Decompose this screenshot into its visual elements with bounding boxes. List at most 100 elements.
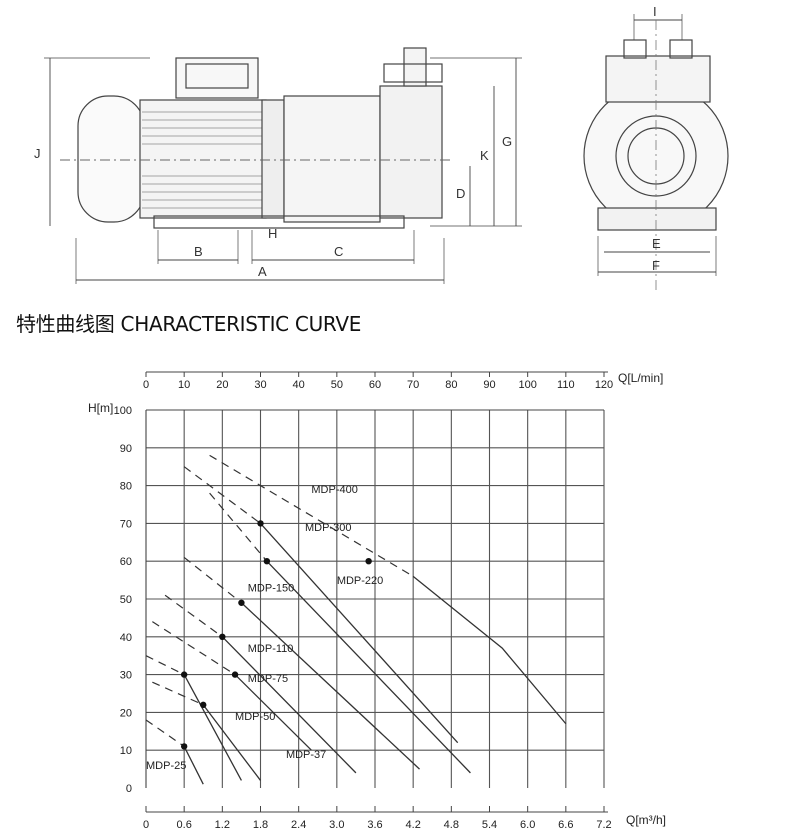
chart-series: MDP-400MDP-300MDP-220MDP-150MDP-110MDP-7… <box>145 454 567 785</box>
series-mdp-110-label: MDP-110 <box>248 643 294 655</box>
outlet-nozzle <box>403 47 427 87</box>
y-tick-label: 0 <box>126 783 132 795</box>
motor-fins <box>142 111 264 209</box>
top-axis-tick-label: 30 <box>254 379 266 391</box>
x-tick-label: 0 <box>143 819 149 831</box>
series-mdp-37-label: MDP-37 <box>286 749 326 761</box>
series-mdp-400-label: MDP-400 <box>311 484 357 496</box>
y-tick-label: 20 <box>120 707 132 719</box>
x-tick-label: 4.8 <box>444 819 459 831</box>
y-tick-label: 70 <box>120 518 132 530</box>
x-tick-label: 1.8 <box>253 819 268 831</box>
x-tick-label: 2.4 <box>291 819 306 831</box>
y-tick-label: 30 <box>120 670 132 682</box>
series-mdp-150-dashed <box>183 556 242 604</box>
y-tick-label: 10 <box>120 745 132 757</box>
y-axis-label: H[m] <box>88 401 113 415</box>
y-tick-label: 80 <box>120 481 132 493</box>
series-mdp-300-label: MDP-300 <box>305 522 351 534</box>
series-mdp-50-line <box>183 674 242 781</box>
top-axis-tick-label: 80 <box>445 379 457 391</box>
chart-axes: 0 0.6 1.2 1.8 2.4 3.0 3.6 4.2 4.8 5.4 6.0 6.6 7.2 0 10… <box>114 371 613 831</box>
x-tick-label: 6.6 <box>558 819 573 831</box>
top-axis-tick-label: 50 <box>331 379 343 391</box>
series-mdp-75-line <box>234 674 312 751</box>
x-axis-label: Q[m³/h] <box>626 813 666 827</box>
x-tick-label: 0.6 <box>177 819 192 831</box>
y-tick-label: 60 <box>120 556 132 568</box>
characteristic-curve-chart: 0 0.6 1.2 1.8 2.4 3.0 3.6 4.2 4.8 5.4 6.0 6.6 7.2 0 10… <box>88 371 666 831</box>
series-mdp-110-line <box>221 636 357 774</box>
series-mdp-220-label: MDP-220 <box>337 575 383 587</box>
dim-label-c: C <box>334 244 343 259</box>
top-axis-tick-label: 70 <box>407 379 419 391</box>
series-mdp-75-label: MDP-75 <box>248 673 288 685</box>
series-mdp-25-label: MDP-25 <box>146 760 186 772</box>
section-title: 特性曲线图 CHARACTERISTIC CURVE <box>16 312 362 336</box>
series-mdp-150-label: MDP-150 <box>248 582 294 594</box>
dim-label-f: F <box>652 258 660 273</box>
series-mdp-37-point <box>200 701 207 709</box>
series-mdp-400-dashed <box>209 454 414 577</box>
series-mdp-150-point <box>238 599 245 606</box>
front-base <box>597 207 717 231</box>
series-mdp-75-dashed <box>152 621 236 676</box>
series-mdp-25-point <box>180 743 188 750</box>
series-mdp-110-point <box>219 633 226 640</box>
x-tick-label: 1.2 <box>215 819 230 831</box>
dim-label-g: G <box>502 134 512 149</box>
dim-label-e: E <box>652 236 661 251</box>
series-mdp-25-line <box>183 746 204 785</box>
x-tick-label: 6.0 <box>520 819 535 831</box>
motor-flange <box>261 99 285 219</box>
series-mdp-37-dashed <box>152 681 204 706</box>
dim-label-a: A <box>258 264 267 279</box>
x-tick-label: 3.0 <box>329 819 344 831</box>
series-mdp-50-label: MDP-50 <box>235 711 275 723</box>
y-tick-label: 100 <box>114 405 132 417</box>
y-tick-label: 90 <box>120 443 132 455</box>
top-axis-tick-label: 90 <box>483 379 495 391</box>
pump-dimension-drawing: J B C A H D K G I E F <box>34 4 729 290</box>
series-mdp-220-dashed <box>209 492 268 562</box>
x-tick-label: 5.4 <box>482 819 497 831</box>
series-mdp-25-dashed <box>145 719 185 747</box>
dim-label-d: D <box>456 186 465 201</box>
top-axis-tick-label: 100 <box>518 379 536 391</box>
series-mdp-50-point <box>180 671 188 678</box>
series-mdp-37-line <box>202 704 262 781</box>
top-axis-tick-label: 0 <box>143 379 149 391</box>
top-axis-tick-label: 10 <box>178 379 190 391</box>
top-axis-tick-label: 40 <box>293 379 305 391</box>
x-tick-label: 3.6 <box>367 819 382 831</box>
top-axis-tick-label: 120 <box>595 379 613 391</box>
top-axis-tick-label: 20 <box>216 379 228 391</box>
pump-coupling <box>283 95 381 223</box>
foot-base <box>153 215 405 229</box>
y-tick-label: 40 <box>120 632 132 644</box>
top-axis-tick-label: 110 <box>557 379 575 391</box>
series-mdp-400-point <box>365 558 372 565</box>
x-tick-label: 4.2 <box>406 819 421 831</box>
series-mdp-300-point <box>257 520 264 527</box>
top-axis-label: Q[L/min] <box>618 371 663 385</box>
series-mdp-400-line <box>412 575 567 725</box>
x-tick-label: 7.2 <box>596 819 611 831</box>
dim-label-h: H <box>268 226 277 241</box>
dim-label-k: K <box>480 148 489 163</box>
series-mdp-220-point <box>263 558 271 565</box>
series-mdp-110-dashed <box>164 594 223 638</box>
pump-head <box>379 85 443 219</box>
dim-label-i: I <box>653 4 657 19</box>
dim-label-j: J <box>34 146 41 161</box>
series-mdp-150-line <box>240 602 420 770</box>
top-axis-tick-label: 60 <box>369 379 381 391</box>
series-mdp-220-line <box>266 560 471 774</box>
front-top-block <box>605 55 711 103</box>
dim-label-b: B <box>194 244 203 259</box>
terminal-box <box>175 57 259 99</box>
series-mdp-300-line <box>260 522 459 744</box>
motor-body <box>77 95 145 223</box>
series-mdp-75-point <box>231 671 239 678</box>
y-tick-label: 50 <box>120 594 132 606</box>
